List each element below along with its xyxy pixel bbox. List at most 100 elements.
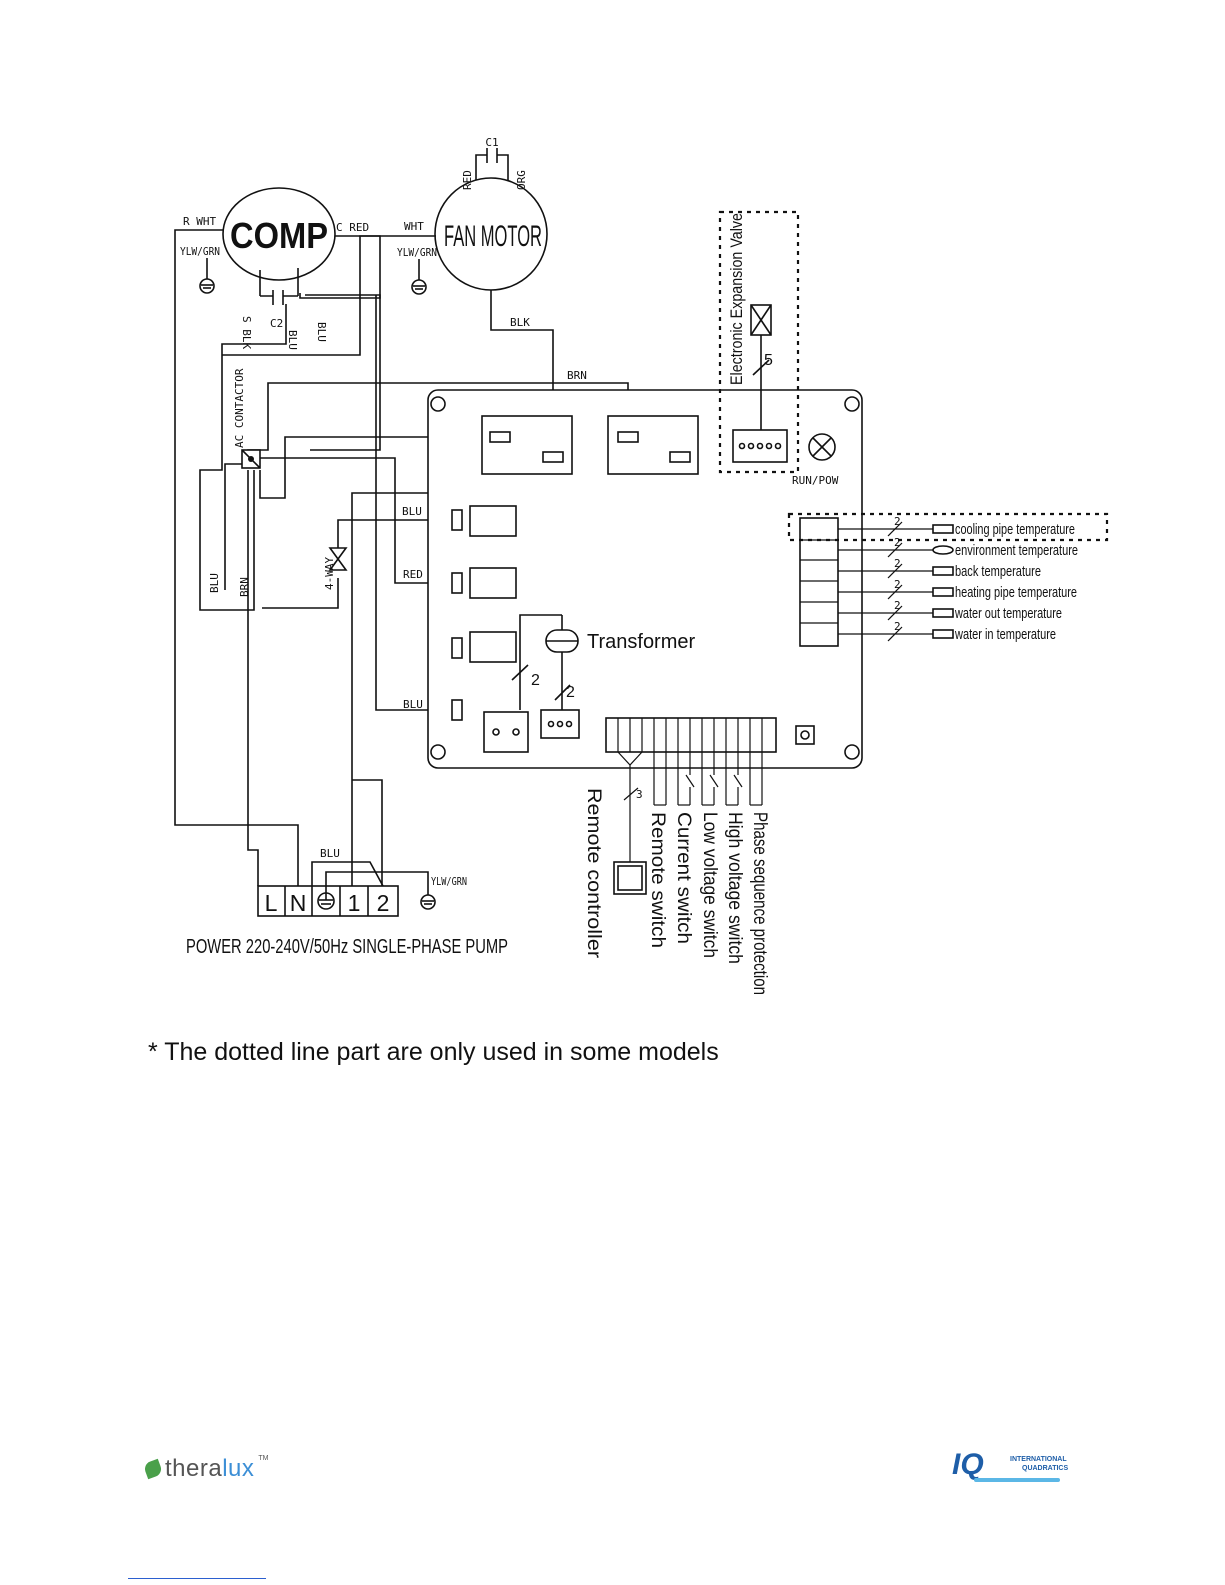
label-high-voltage-switch: High voltage switch [724, 812, 745, 964]
power-label: POWER 220-240V/50Hz SINGLE-PHASE PUMP [186, 936, 508, 958]
label-remote-controller: Remote controller [583, 788, 604, 959]
fan-wht-label: WHT [404, 220, 424, 233]
sensor-optional-box [787, 512, 1109, 542]
c1-label: C1 [485, 136, 498, 149]
r-wht-wire [174, 229, 299, 886]
leaf-icon [142, 1458, 164, 1480]
four-way-valve-icon [328, 547, 348, 571]
transformer-label: Transformer [587, 631, 696, 653]
label-phase-sequence: Phase sequence protection [749, 812, 770, 995]
label-remote-switch: Remote switch [647, 812, 668, 948]
blu-left-label: BLU [208, 573, 221, 593]
ground-terminal-wire [325, 871, 429, 895]
c-red-label: C RED [336, 221, 369, 234]
eev-optional-box [718, 210, 800, 474]
sensor-count-1: 2 [894, 515, 901, 528]
brn-top-label: BRN [567, 369, 587, 382]
footer-link-underline[interactable] [128, 1578, 266, 1579]
ac-contactor-label: AC CONTACTOR [233, 368, 246, 448]
sensor-count-2: 2 [894, 536, 901, 549]
sensor-water-in: water in temperature [954, 626, 1056, 643]
sensor-count-4: 2 [894, 578, 901, 591]
relay-1 [481, 415, 573, 475]
terminal-l: L [265, 890, 278, 916]
transformer-count-b: 2 [566, 684, 575, 701]
transformer-count-a: 2 [531, 672, 540, 689]
sensor-connector [799, 517, 839, 647]
r-wht-label: R WHT [183, 215, 216, 228]
blu-terminal-wire [311, 861, 384, 887]
switch-terminal-block [605, 717, 777, 753]
blu-terminal-label: BLU [320, 847, 340, 860]
blk-label: BLK [510, 316, 530, 329]
brn-left-label: BRN [238, 577, 251, 597]
label-low-voltage-switch: Low voltage switch [699, 812, 720, 958]
c1-wires [475, 154, 509, 180]
sensor-wires [838, 521, 954, 642]
eev-label: Electronic Expansion Valve [727, 213, 746, 385]
relay-5 [469, 631, 517, 663]
fan-motor-label: FAN MOTOR [444, 220, 542, 253]
switch-wires [617, 751, 763, 862]
sensor-count-3: 2 [894, 557, 901, 570]
trademark: TM [258, 1455, 269, 1462]
iq-line2: QUADRATICS [1022, 1465, 1069, 1472]
power-connector [483, 711, 529, 753]
terminal-ground-icon [317, 892, 335, 910]
remote-count: 3 [636, 788, 643, 801]
four-way-label: 4-WAY [323, 557, 336, 590]
fan-org-label: ORG [515, 170, 528, 190]
run-pow-led-icon [808, 433, 836, 461]
blu-run [305, 294, 381, 451]
sensor-heating-pipe: heating pipe temperature [955, 584, 1077, 601]
fan-red-label: RED [461, 170, 474, 190]
comp-blu-label: BLU [315, 322, 328, 342]
control-board [427, 389, 863, 769]
theralux-wordmark: theralux [165, 1455, 255, 1482]
compressor-label: COMP [230, 215, 328, 256]
fan-ground-icon [411, 259, 427, 295]
compressor [222, 187, 336, 281]
four-way-bottom-wire [262, 578, 339, 609]
sensor-count-5: 2 [894, 599, 901, 612]
red-4-label: RED [403, 568, 423, 581]
blu-left-wire [224, 463, 242, 590]
terminal-1: 1 [348, 890, 361, 916]
eev-valve-icon [750, 304, 772, 336]
iq-mark: IQ [952, 1448, 984, 1481]
relay-4 [469, 567, 517, 599]
terminal-2: 2 [377, 890, 390, 916]
pump-ground-icon [420, 894, 436, 910]
sensor-environment: environment temperature [955, 542, 1078, 559]
relay-2 [607, 415, 699, 475]
brn-down-wire [247, 470, 259, 886]
terminal-ground-label: YLW/GRN [431, 875, 467, 888]
sensor-count-6: 2 [894, 620, 901, 633]
sensor-water-out: water out temperature [954, 605, 1062, 622]
fan-ground-label: YLW/GRN [397, 246, 437, 259]
c2-label: C2 [270, 317, 283, 330]
iq-logo: IQ INTERNATIONAL QUADRATICS [952, 1448, 1068, 1488]
c2-blu-wire [199, 304, 287, 611]
relay-3 [469, 505, 517, 537]
terminal-n: N [290, 890, 307, 916]
blu-board-label: BLU [403, 698, 423, 711]
iq-line1: INTERNATIONAL [1010, 1456, 1067, 1463]
wave-icon [974, 1478, 1060, 1482]
theralux-logo: theralux TM [142, 1455, 269, 1483]
brn-red-board-wire [259, 436, 490, 499]
eev-count: 5 [764, 352, 773, 369]
run-pow-label: RUN/POW [792, 474, 839, 487]
transformer-icon [519, 614, 579, 710]
four-way-top-wire [337, 519, 455, 560]
sensor-cooling-pipe: cooling pipe temperature [955, 521, 1075, 538]
comp-ground-label: YLW/GRN [180, 245, 220, 258]
label-current-switch: Current switch [673, 812, 694, 944]
dotted-line-footnote: * The dotted line part are only used in … [148, 1038, 719, 1066]
four-way-blu-label: BLU [402, 505, 422, 518]
comp-ground-icon [199, 258, 215, 294]
c2-blu-label: BLU [286, 330, 299, 350]
sensor-back: back temperature [955, 563, 1041, 580]
s-blk-label: S BLK [240, 316, 253, 349]
